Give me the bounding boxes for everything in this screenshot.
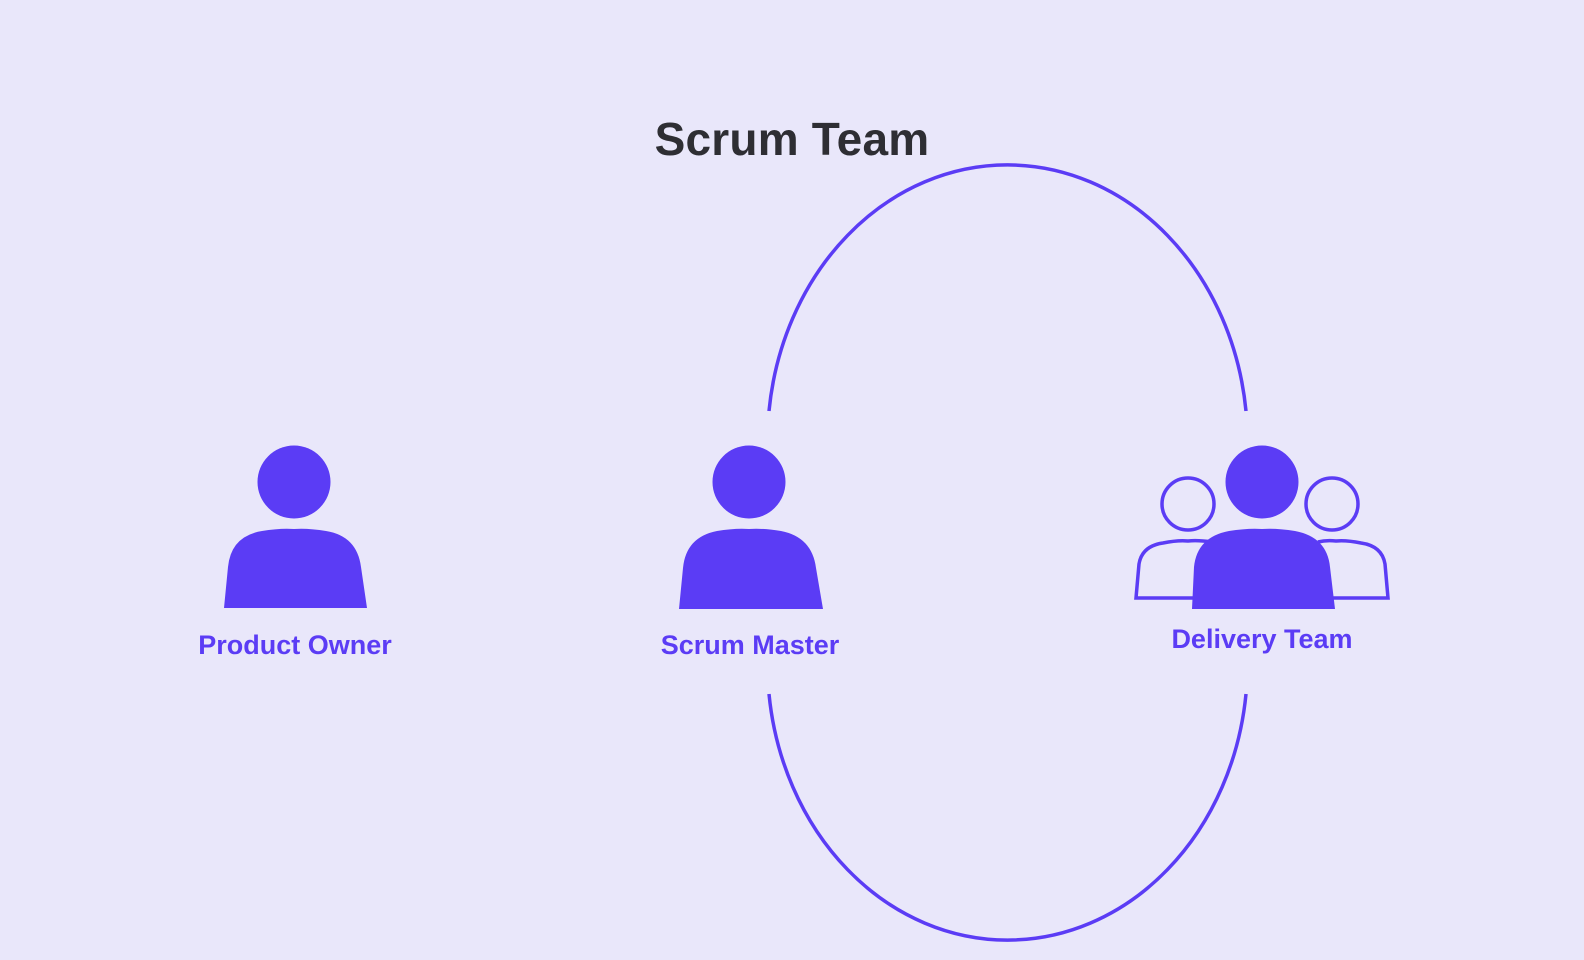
- scrum-master-label: Scrum Master: [660, 630, 840, 660]
- scrum-master-person-icon: [679, 445, 823, 609]
- delivery-team-group-icon: [1134, 445, 1390, 609]
- team-member-right-icon: [1304, 476, 1390, 600]
- diagram-title: Scrum Team: [654, 113, 930, 165]
- cycle-arc-top: [767, 163, 1248, 412]
- team-member-left-icon: [1134, 476, 1216, 600]
- product-owner-person-icon: [224, 445, 367, 608]
- team-member-center-icon: [1192, 445, 1335, 609]
- cycle-arc-bottom: [767, 693, 1248, 942]
- delivery-team-label: Delivery Team: [1171, 624, 1353, 654]
- product-owner-label: Product Owner: [198, 630, 392, 660]
